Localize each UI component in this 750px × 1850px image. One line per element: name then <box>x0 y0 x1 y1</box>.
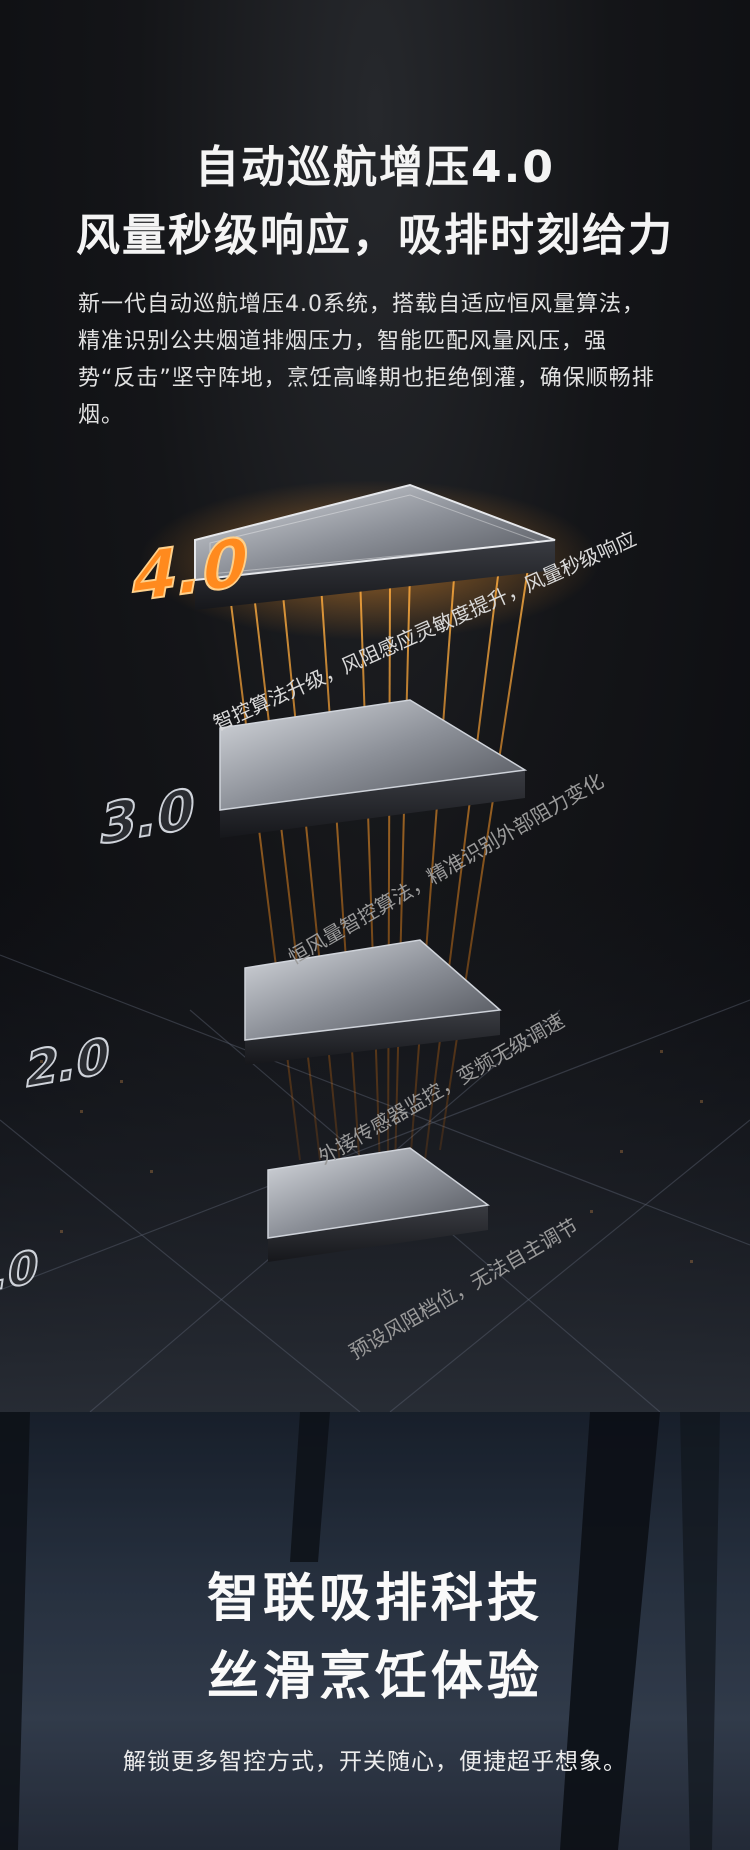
smart-subtitle: 解锁更多智控方式，开关随心，便捷超乎想象。 <box>123 1749 627 1775</box>
chip-1-0 <box>267 1147 490 1262</box>
hero-title-line1: 自动巡航增压4.0 <box>195 142 555 193</box>
smart-linkage-section: 智联吸排科技 丝滑烹饪体验 解锁更多智控方式，开关随心，便捷超乎想象。 <box>0 1412 750 1850</box>
chip-label-4-0: 4.0 <box>125 522 255 618</box>
chip-2-0 <box>244 939 502 1065</box>
chip-4-0 <box>194 483 556 610</box>
hood-frame-illustration <box>0 1412 750 1850</box>
smart-title-line1: 智联吸排科技 <box>206 1569 543 1629</box>
smart-title-line2: 丝滑烹饪体验 <box>206 1647 543 1707</box>
chip-3-0 <box>219 699 528 838</box>
hero-description: 新一代自动巡航增压4.0系统，搭载自适应恒风量算法，精准识别公共烟道排烟压力，智… <box>78 292 655 428</box>
hero-title-line2: 风量秒级响应，吸排时刻给力 <box>76 210 674 261</box>
cruise-pressure-section: 4.0 3.0 2.0 1.0 自动巡航增压4.0 风量秒级响应，吸排时刻给力 … <box>0 0 750 1412</box>
chip-stack-illustration: 4.0 3.0 2.0 1.0 <box>0 480 750 1412</box>
chip-label-3-0: 3.0 <box>96 777 199 859</box>
